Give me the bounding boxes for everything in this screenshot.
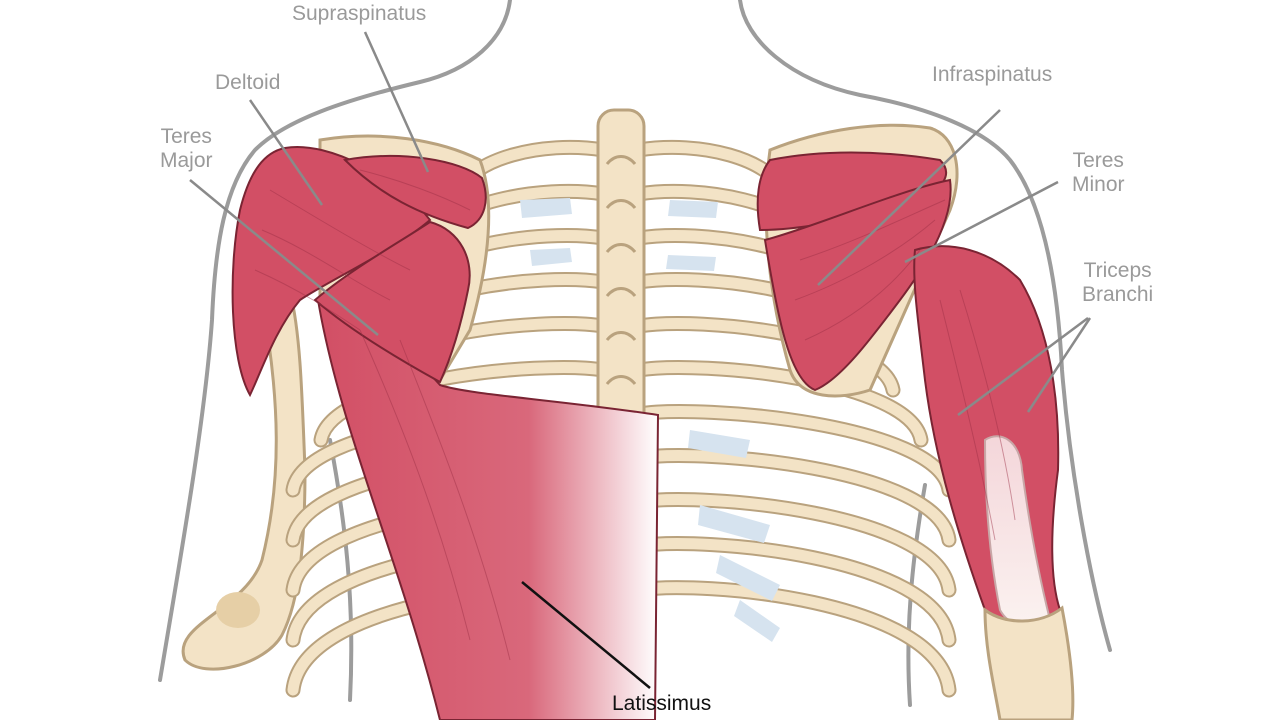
- leader-deltoid: [248, 99, 324, 206]
- vertebra-process: [605, 287, 637, 298]
- leader-triceps-b: [1026, 317, 1092, 413]
- leader-infraspinatus: [817, 109, 1001, 286]
- rib: [315, 362, 609, 446]
- label-triceps-line1: Triceps: [1083, 259, 1152, 282]
- label-teres-major: Teres Major: [160, 125, 213, 173]
- rib: [633, 582, 955, 696]
- humerus-bone: [181, 290, 307, 671]
- vertebra-process: [605, 331, 637, 342]
- label-latissimus: Latissimus: [612, 692, 712, 715]
- rib: [633, 450, 955, 546]
- label-deltoid: Deltoid: [215, 71, 281, 94]
- label-infraspinatus: Infraspinatus: [932, 63, 1053, 86]
- rib: [633, 538, 955, 646]
- supraspinatus-muscle: [342, 155, 487, 230]
- label-teres-minor-line1: Teres: [1072, 149, 1124, 172]
- vertebra-process: [605, 199, 637, 210]
- muscle-fibers: [254, 169, 1016, 661]
- leader-teres-major: [189, 179, 379, 336]
- rib: [633, 494, 955, 596]
- muscles: [231, 146, 1075, 720]
- leader-lines: [189, 31, 1092, 417]
- vertebra-process: [605, 155, 637, 166]
- leader-triceps-a: [957, 316, 1089, 417]
- label-triceps: Triceps Branchi: [1082, 259, 1153, 307]
- leader-latissimus: [521, 581, 651, 689]
- label-teres-major-line1: Teres: [160, 125, 212, 148]
- cartilage-patches: [520, 198, 780, 642]
- label-supraspinatus: Supraspinatus: [292, 2, 427, 25]
- leader-supraspinatus: [363, 31, 430, 173]
- label-teres-major-line2: Major: [160, 149, 213, 172]
- label-triceps-line2: Branchi: [1082, 283, 1154, 306]
- label-teres-minor-line2: Minor: [1072, 173, 1125, 196]
- forearm: [983, 605, 1075, 720]
- label-teres-minor: Teres Minor: [1072, 149, 1125, 197]
- leader-teres-minor: [904, 180, 1059, 264]
- vertebra-process: [605, 243, 637, 254]
- vertebra-process: [605, 375, 637, 386]
- teres-major-muscle: [313, 220, 471, 384]
- infraspinatus-muscle: [763, 178, 952, 392]
- rib: [633, 406, 955, 496]
